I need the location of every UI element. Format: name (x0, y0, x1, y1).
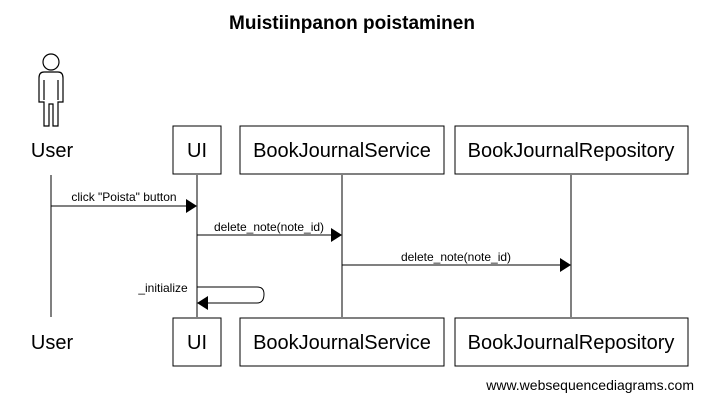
svg-text:UI: UI (187, 140, 207, 162)
svg-text:BookJournalService: BookJournalService (253, 140, 431, 162)
svg-text:click "Poista" button: click "Poista" button (71, 190, 176, 204)
footer-credit: www.websequencediagrams.com (485, 377, 694, 393)
svg-text:BookJournalRepository: BookJournalRepository (468, 332, 675, 354)
user-actor-icon (38, 53, 64, 127)
message-delete-note-repository: delete_note(note_id) (342, 250, 571, 272)
svg-text:_initialize: _initialize (137, 281, 188, 295)
participant-ui-top: UI (172, 125, 222, 175)
svg-text:BookJournalRepository: BookJournalRepository (468, 140, 675, 162)
svg-text:BookJournalService: BookJournalService (253, 332, 431, 354)
svg-text:delete_note(note_id): delete_note(note_id) (401, 250, 511, 264)
participant-user-bottom: User (31, 332, 74, 354)
participant-repository-bottom: BookJournalRepository (454, 317, 689, 367)
participant-ui-bottom: UI (172, 317, 222, 367)
participant-user-top: User (31, 140, 74, 162)
message-initialize-self: _initialize (137, 281, 265, 310)
svg-text:UI: UI (187, 332, 207, 354)
participant-service-top: BookJournalService (239, 125, 445, 175)
message-click-poista: click "Poista" button (51, 190, 197, 213)
participant-service-bottom: BookJournalService (239, 317, 445, 367)
participant-repository-top: BookJournalRepository (454, 125, 689, 175)
diagram-title: Muistiinpanon poistaminen (229, 13, 475, 34)
svg-text:delete_note(note_id): delete_note(note_id) (214, 220, 324, 234)
message-delete-note-service: delete_note(note_id) (197, 220, 342, 242)
